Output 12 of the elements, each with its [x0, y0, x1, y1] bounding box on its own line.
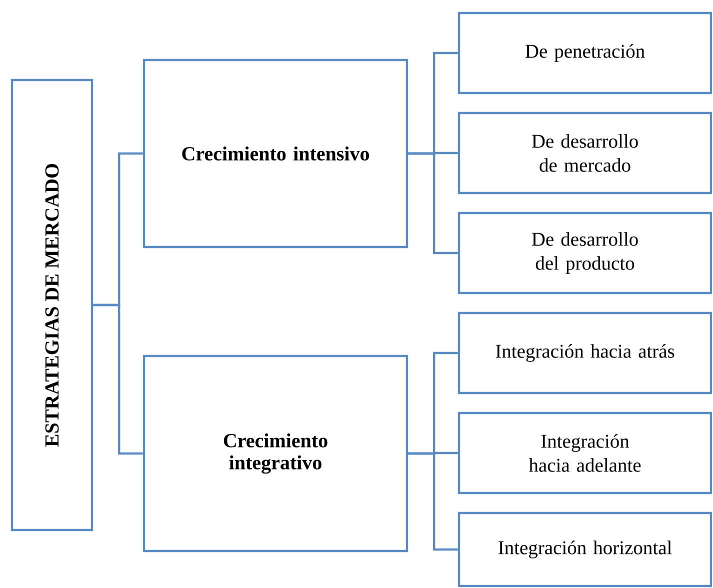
- connector-line: [408, 452, 458, 551]
- category-box: Crecimiento intensivo: [142, 58, 408, 248]
- title-box: ESTRATEGIAS DE MERCADO: [10, 78, 94, 532]
- strategy-box: Integración hacia adelante: [458, 412, 712, 494]
- connector-line: [408, 152, 458, 254]
- strategy-box: De penetración: [458, 12, 712, 94]
- strategy-box: Integración horizontal: [458, 512, 712, 588]
- connector-line: [93, 304, 143, 455]
- strategy-box: De desarrollo de mercado: [458, 112, 712, 194]
- category-box: Crecimiento integrativo: [142, 354, 408, 552]
- strategy-box: De desarrollo del producto: [458, 212, 712, 294]
- strategy-box: Integración hacia atrás: [458, 312, 712, 394]
